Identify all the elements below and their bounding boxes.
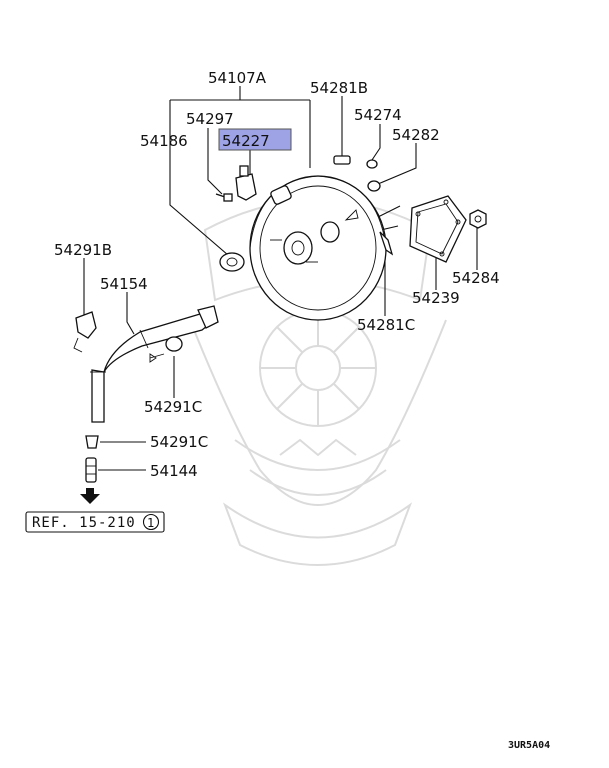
part-54291C-clamp xyxy=(165,336,183,352)
label-54239: 54239 xyxy=(412,289,460,307)
part-54274-washer xyxy=(366,159,378,169)
brake-booster xyxy=(249,175,387,321)
label-54227: 54227 xyxy=(222,132,270,150)
label-54281C: 54281C xyxy=(357,316,415,334)
label-54274: 54274 xyxy=(354,106,402,124)
reference-circled-number: 1 xyxy=(147,516,154,530)
part-54291B-clamp xyxy=(73,311,97,353)
label-54291C-upper: 54291C xyxy=(144,398,202,416)
part-54291C-lower-clamp xyxy=(85,435,99,449)
label-54186: 54186 xyxy=(140,132,188,150)
part-54284-nut xyxy=(469,209,487,229)
label-54144: 54144 xyxy=(150,462,198,480)
part-labels: 54107A 54297 54227 54186 54281B 54274 54… xyxy=(54,69,500,480)
part-54154-vacuum-hose xyxy=(90,305,219,423)
label-54291C-lower: 54291C xyxy=(150,433,208,451)
label-54284: 54284 xyxy=(452,269,500,287)
part-54186-grommet xyxy=(219,252,245,272)
highlight-box-54227 xyxy=(218,128,292,151)
part-54297-bolt xyxy=(215,193,233,202)
down-arrow-icon xyxy=(80,488,100,504)
label-54282: 54282 xyxy=(392,126,440,144)
part-54239-gasket xyxy=(409,195,467,263)
part-54282-ring xyxy=(367,180,381,192)
part-54281B-pin xyxy=(333,155,351,165)
label-54297: 54297 xyxy=(186,110,234,128)
label-54291B: 54291B xyxy=(54,241,112,259)
label-54154: 54154 xyxy=(100,275,148,293)
reference-text: REF. 15-210 xyxy=(32,515,136,531)
label-54107A: 54107A xyxy=(208,69,267,87)
label-54281B: 54281B xyxy=(310,79,368,97)
diagram-code: 3UR5A04 xyxy=(508,740,550,751)
reference-box: REF. 15-210 1 xyxy=(25,511,165,533)
part-54227-sensor xyxy=(235,165,257,201)
part-54144-check-valve xyxy=(85,457,97,483)
part-54281C-clip xyxy=(379,231,394,256)
